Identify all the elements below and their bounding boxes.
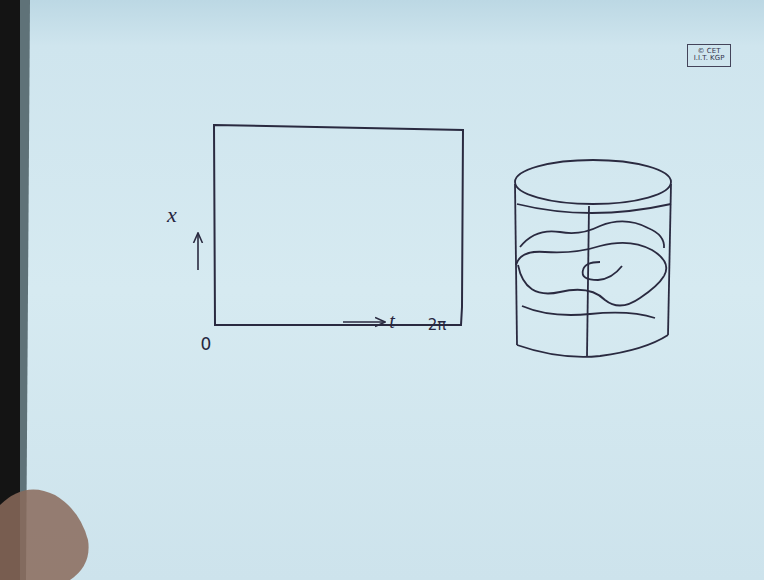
origin-label: 0 <box>201 336 212 353</box>
plane-rectangle <box>214 125 463 325</box>
t-arrow <box>343 321 384 323</box>
axis-label: x <box>167 204 177 226</box>
axis-label: t <box>389 311 395 331</box>
x-arrow <box>197 234 199 270</box>
hand <box>0 489 89 580</box>
stamp-text: © CET I.I.T. KGP <box>691 48 727 63</box>
period-label: 2π <box>428 318 447 333</box>
stamp-box: © CET I.I.T. KGP <box>687 44 731 67</box>
cylinder <box>515 160 671 357</box>
